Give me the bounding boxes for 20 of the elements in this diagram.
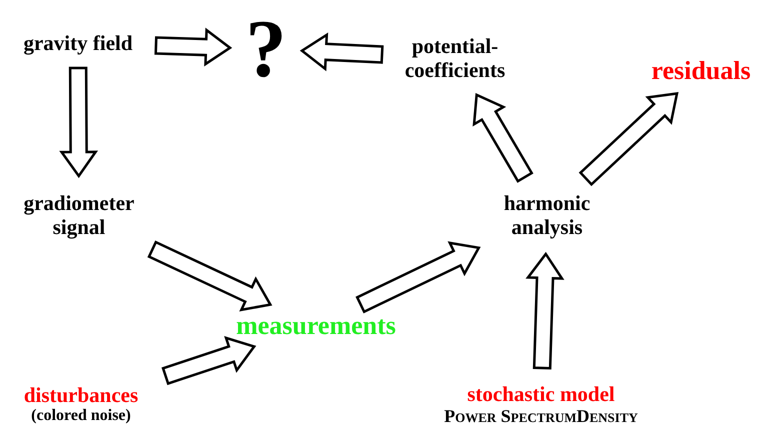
block-arrow bbox=[147, 240, 272, 312]
block-arrow bbox=[162, 336, 256, 386]
node-note: (colored noise) bbox=[31, 406, 131, 426]
node-label: measurements bbox=[236, 311, 396, 341]
node-label: disturbances bbox=[24, 382, 138, 407]
node-note: Power SpectrumDensity bbox=[444, 406, 638, 426]
block-arrow bbox=[472, 93, 534, 183]
block-arrow bbox=[526, 252, 564, 370]
node-label: stochastic model bbox=[467, 382, 615, 406]
node-label: ? bbox=[246, 2, 286, 96]
node-label: potential- coefficients bbox=[404, 34, 506, 82]
node-label: harmonic analysis bbox=[502, 190, 592, 240]
node-label: residuals bbox=[651, 56, 751, 86]
block-arrow bbox=[300, 32, 384, 72]
node-label: gravity field bbox=[23, 30, 133, 56]
block-arrow bbox=[578, 92, 679, 186]
block-arrow bbox=[59, 66, 98, 178]
block-arrow bbox=[356, 241, 481, 314]
block-arrow bbox=[154, 28, 232, 66]
node-label: gradiometer signal bbox=[22, 190, 136, 240]
